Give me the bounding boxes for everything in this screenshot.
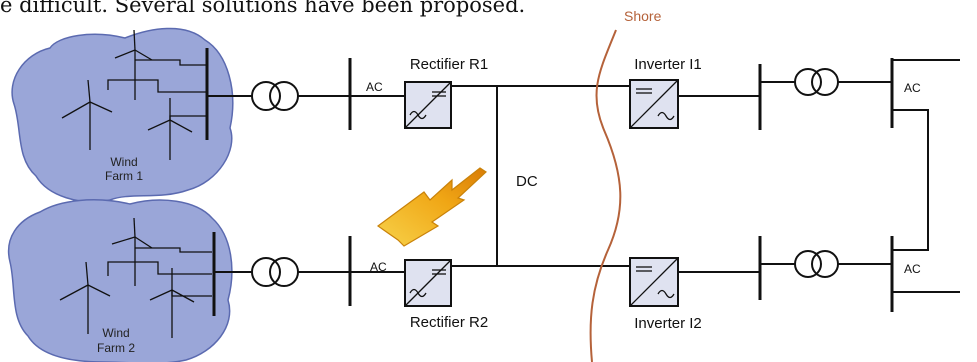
wind-farm-1: Wind Farm 1 — [11, 27, 234, 203]
farm-1-label-line1: Wind — [110, 155, 137, 169]
wind-farm-2-area — [7, 199, 233, 362]
fault-lightning-icon — [376, 167, 487, 247]
transformer-icon — [251, 81, 299, 111]
ac-label-r2: AC — [370, 260, 387, 274]
turbine-icon — [61, 79, 113, 150]
shore-line — [589, 29, 622, 362]
header-text: e difficult. Several solutions have been… — [0, 0, 526, 17]
turbine-icon — [59, 261, 111, 334]
ac-label-i1: AC — [904, 81, 921, 95]
rectifier-r2-icon — [404, 259, 452, 307]
dc-label: DC — [516, 173, 538, 190]
rectifier-r1-label: Rectifier R1 — [410, 56, 488, 73]
ac-label-r1: AC — [366, 80, 383, 94]
wind-farm-1-area — [11, 27, 234, 203]
farm-2-label-line2: Farm 2 — [97, 341, 135, 355]
transformer-icon — [794, 68, 839, 96]
ac-label-i2: AC — [904, 262, 921, 276]
turbine-icon — [114, 29, 153, 100]
inverter-i1-label: Inverter I1 — [634, 56, 702, 73]
rectifier-r1-icon — [404, 81, 452, 129]
rectifier-r2-label: Rectifier R2 — [410, 314, 488, 331]
farm-2-label-line1: Wind — [102, 326, 129, 340]
inverter-i1-icon — [629, 79, 679, 129]
shore-label: Shore — [624, 8, 662, 24]
transformer-icon — [251, 257, 299, 287]
transformer-icon — [794, 250, 839, 278]
inverter-i2-label: Inverter I2 — [634, 315, 702, 332]
farm-1-label-line2: Farm 1 — [105, 169, 143, 183]
inverter-i2-icon — [629, 257, 679, 307]
wind-farm-2: Wind Farm 2 — [7, 199, 233, 362]
